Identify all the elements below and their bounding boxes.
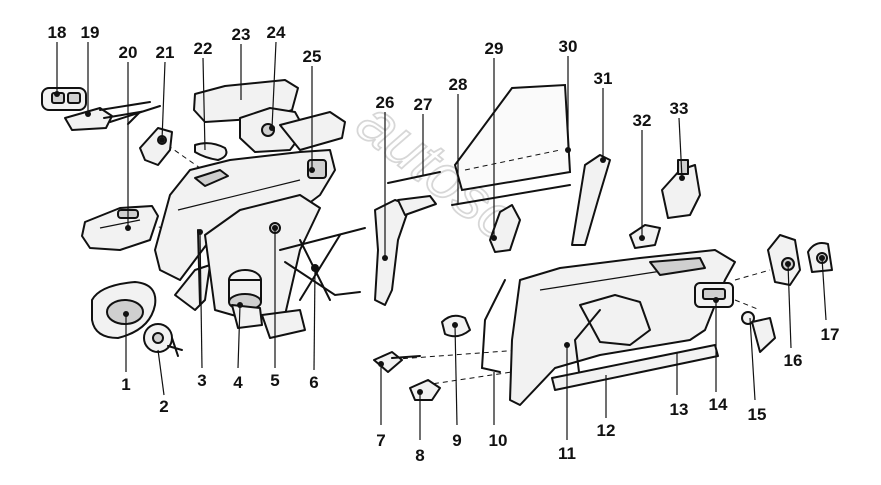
part-15-lock-cylinder [741,311,776,353]
part-7-hinge [373,351,421,373]
callout-6: 6 [309,373,318,392]
part-24-mirror-mount [239,107,346,153]
part-18-handle-bezel [41,87,87,111]
part-26-run-channel [374,195,437,306]
part-21-bracket [139,127,173,166]
callout-dots [54,91,825,395]
part-19-inner-handle [64,101,161,131]
callout-24: 24 [267,23,286,42]
callout-18: 18 [48,23,67,42]
callout-4: 4 [233,373,243,392]
part-16-latch [767,234,801,286]
callout-33: 33 [670,99,689,118]
part-6-window-regulator [261,227,366,339]
part-4-window-motor [228,269,263,329]
callout-3: 3 [197,371,206,390]
callout-9: 9 [452,431,461,450]
part-33-lock-actuator [661,159,701,219]
part-2-window-crank [143,323,183,357]
callout-21: 21 [156,43,175,62]
part-20-armrest-pad [81,205,159,251]
part-29-glass-bracket [489,204,521,253]
callout-8: 8 [415,446,424,465]
callout-32: 32 [633,111,652,130]
assembly-guide [384,349,521,361]
part-10-link-rod [480,279,506,373]
callout-2: 2 [159,397,168,416]
part-27-belt-strip [387,171,441,184]
callout-12: 12 [597,421,616,440]
part-12-door-lock [573,294,651,381]
part-14-outside-handle [694,282,734,308]
part-28-outer-belt-strip [451,184,571,206]
callout-7: 7 [376,431,385,450]
part-32-bracket [629,224,661,249]
part-31-rear-channel [571,154,611,246]
part-22-pull-handle [194,142,228,161]
assembly-guide [734,299,761,311]
callout-13: 13 [670,400,689,419]
assembly-guide [734,269,771,281]
callout-labels: 1 2 3 4 5 6 7 8 9 10 11 12 13 14 15 16 1… [48,23,840,465]
callout-17: 17 [821,325,840,344]
callout-23: 23 [232,25,251,44]
callout-5: 5 [270,371,279,390]
callout-27: 27 [414,95,433,114]
callout-11: 11 [558,444,576,463]
callout-10: 10 [489,431,508,450]
assembly-guide [424,369,526,386]
callout-30: 30 [559,37,578,56]
callout-20: 20 [119,43,138,62]
callout-15: 15 [748,405,767,424]
callout-28: 28 [449,75,468,94]
callout-1: 1 [121,375,130,394]
callout-14: 14 [709,395,728,414]
callout-31: 31 [594,69,613,88]
callout-22: 22 [194,39,213,58]
callout-leaders [56,41,827,440]
part-8-lower-hinge [409,379,441,401]
callout-29: 29 [485,39,504,58]
callout-19: 19 [81,23,100,42]
callout-26: 26 [376,93,395,112]
callout-16: 16 [784,351,803,370]
callout-25: 25 [303,47,322,66]
part-30-door-glass [453,83,572,192]
